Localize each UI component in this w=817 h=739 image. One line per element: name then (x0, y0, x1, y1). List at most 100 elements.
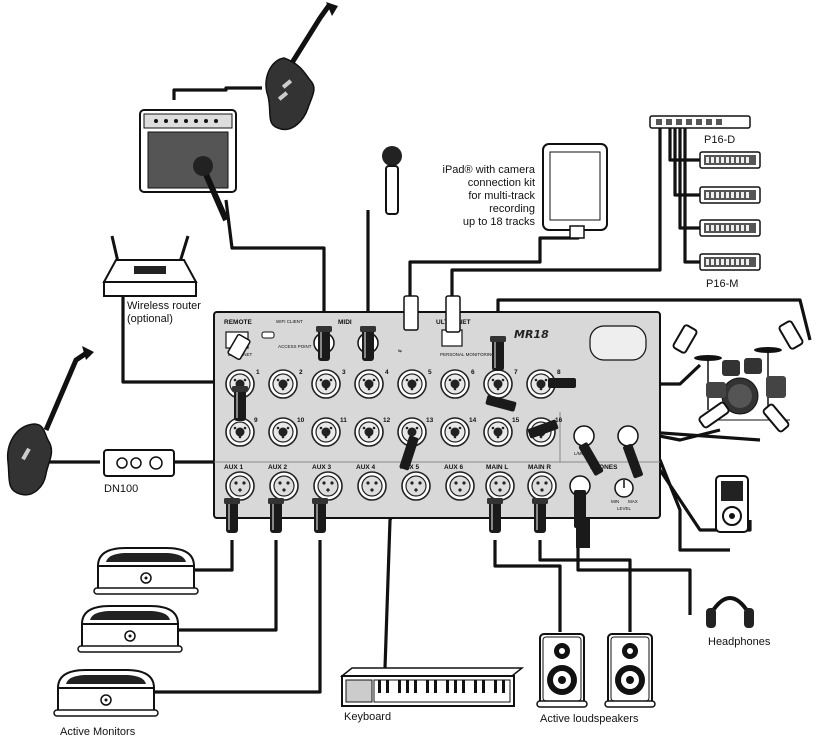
usb-icon: ⇋ (398, 348, 402, 353)
output-aux-2 (269, 471, 299, 501)
output-label-aux-4: AUX 4 (356, 464, 376, 471)
output-aux-3 (313, 471, 343, 501)
output-label-aux-6: AUX 6 (444, 464, 464, 471)
input-10 (268, 417, 298, 447)
active-loudspeaker-right (604, 633, 656, 708)
svg-text:recording: recording (489, 203, 535, 215)
wifi-client-label: WIFI CLIENT (276, 319, 303, 324)
amp-microphone-icon (193, 156, 229, 222)
p16-m-mixer-2 (699, 186, 761, 204)
output-label-main-r: MAIN R (528, 464, 551, 471)
ipad-caption: iPad® with camera connection kit for mul… (443, 164, 536, 228)
input-number-1: 1 (256, 369, 260, 376)
input-5 (397, 369, 427, 399)
access-point-label: ACCESS POINT (278, 344, 312, 349)
input-number-3: 3 (342, 369, 346, 376)
svg-text:up to 18 tracks: up to 18 tracks (463, 216, 536, 228)
output-aux-4 (357, 471, 387, 501)
dn100-di-box (103, 449, 175, 477)
keyboard-icon (339, 667, 525, 707)
input-number-12: 12 (383, 417, 391, 424)
keyboard-label: Keyboard (344, 711, 391, 723)
output-label-aux-1: AUX 1 (224, 464, 244, 471)
output-aux-5 (401, 471, 431, 501)
p16d-label: P16-D (704, 134, 735, 146)
drum-kick-mic (762, 403, 790, 433)
input-6 (440, 369, 470, 399)
max-label: MAX (628, 499, 638, 504)
output-main-r (527, 471, 557, 501)
output-label-aux-3: AUX 3 (312, 464, 332, 471)
active-monitor-3 (53, 669, 159, 717)
min-label: MIN (611, 499, 619, 504)
guitar-amp (139, 109, 237, 193)
wifi-antenna (589, 325, 647, 361)
bass-guitar-icon (6, 346, 94, 496)
dn100-label: DN100 (104, 483, 138, 495)
personal-monitoring-label: PERSONAL MONITORING (440, 352, 495, 357)
music-player-icon (715, 475, 749, 533)
output-label-main-l: MAIN L (486, 464, 508, 471)
output-label-aux-5: AUX 5 (400, 464, 420, 471)
input-14 (440, 417, 470, 447)
drum-overhead-mic-left (672, 324, 698, 354)
electric-guitar-icon (265, 2, 338, 131)
wireless-router-icon (102, 235, 198, 297)
p16-d-distributor (649, 115, 751, 129)
input-2 (268, 369, 298, 399)
ipad-icon (542, 143, 608, 239)
active-monitor-2 (77, 605, 183, 653)
vocal-microphone-icon (382, 146, 402, 215)
input-number-5: 5 (428, 369, 432, 376)
connected-plugs (224, 295, 643, 548)
router-label-line1: Wireless router (127, 300, 201, 312)
svg-text:connection kit: connection kit (468, 177, 535, 189)
input-number-16: 16 (555, 417, 563, 424)
active-monitor-1 (93, 547, 199, 595)
headphones-label: Headphones (708, 636, 771, 648)
input-number-15: 15 (512, 417, 520, 424)
svg-text:for multi-track: for multi-track (468, 190, 535, 202)
input-number-2: 2 (299, 369, 303, 376)
p16-m-mixer-1 (699, 151, 761, 169)
p16m-label: P16-M (706, 278, 738, 290)
mr18-brand: MR18 (514, 328, 549, 341)
input-number-11: 11 (340, 417, 347, 424)
remote-label: REMOTE (224, 319, 252, 326)
input-number-13: 13 (426, 417, 434, 424)
line-in-left-jack (573, 425, 595, 447)
output-label-aux-2: AUX 2 (268, 464, 288, 471)
output-aux-1 (225, 471, 255, 501)
output-aux-6 (445, 471, 475, 501)
active-monitors-label: Active Monitors (60, 726, 136, 738)
midi-label: MIDI (338, 319, 352, 326)
input-number-10: 10 (297, 417, 305, 424)
active-loudspeaker-left (536, 633, 588, 708)
p16-m-mixer-4 (699, 253, 761, 271)
input-15 (483, 417, 513, 447)
loudspeakers-label: Active loudspeakers (540, 713, 639, 725)
input-number-7: 7 (514, 369, 518, 376)
input-number-14: 14 (469, 417, 477, 424)
headphones-icon (706, 596, 754, 628)
wifi-mode-switch[interactable] (261, 331, 275, 339)
output-main-l (485, 471, 515, 501)
drum-snare-mic (698, 401, 730, 429)
input-11 (311, 417, 341, 447)
p16-m-mixer-3 (699, 219, 761, 237)
drum-overhead-mic-right (778, 320, 804, 350)
input-12 (354, 417, 384, 447)
input-number-8: 8 (557, 369, 561, 376)
router-label-line2: (optional) (127, 313, 173, 325)
input-7 (483, 369, 513, 399)
input-number-9: 9 (254, 417, 258, 424)
phones-label: PHONES (590, 464, 618, 471)
mr18-mixer: REMOTE ETHERNET WIFI CLIENT ACCESS POINT… (213, 311, 661, 519)
line-in-right-jack (617, 425, 639, 447)
drum-kit-icon (694, 347, 790, 421)
input-4 (354, 369, 384, 399)
input-9 (225, 417, 255, 447)
input-3 (311, 369, 341, 399)
trs-label: TRS (565, 535, 572, 549)
